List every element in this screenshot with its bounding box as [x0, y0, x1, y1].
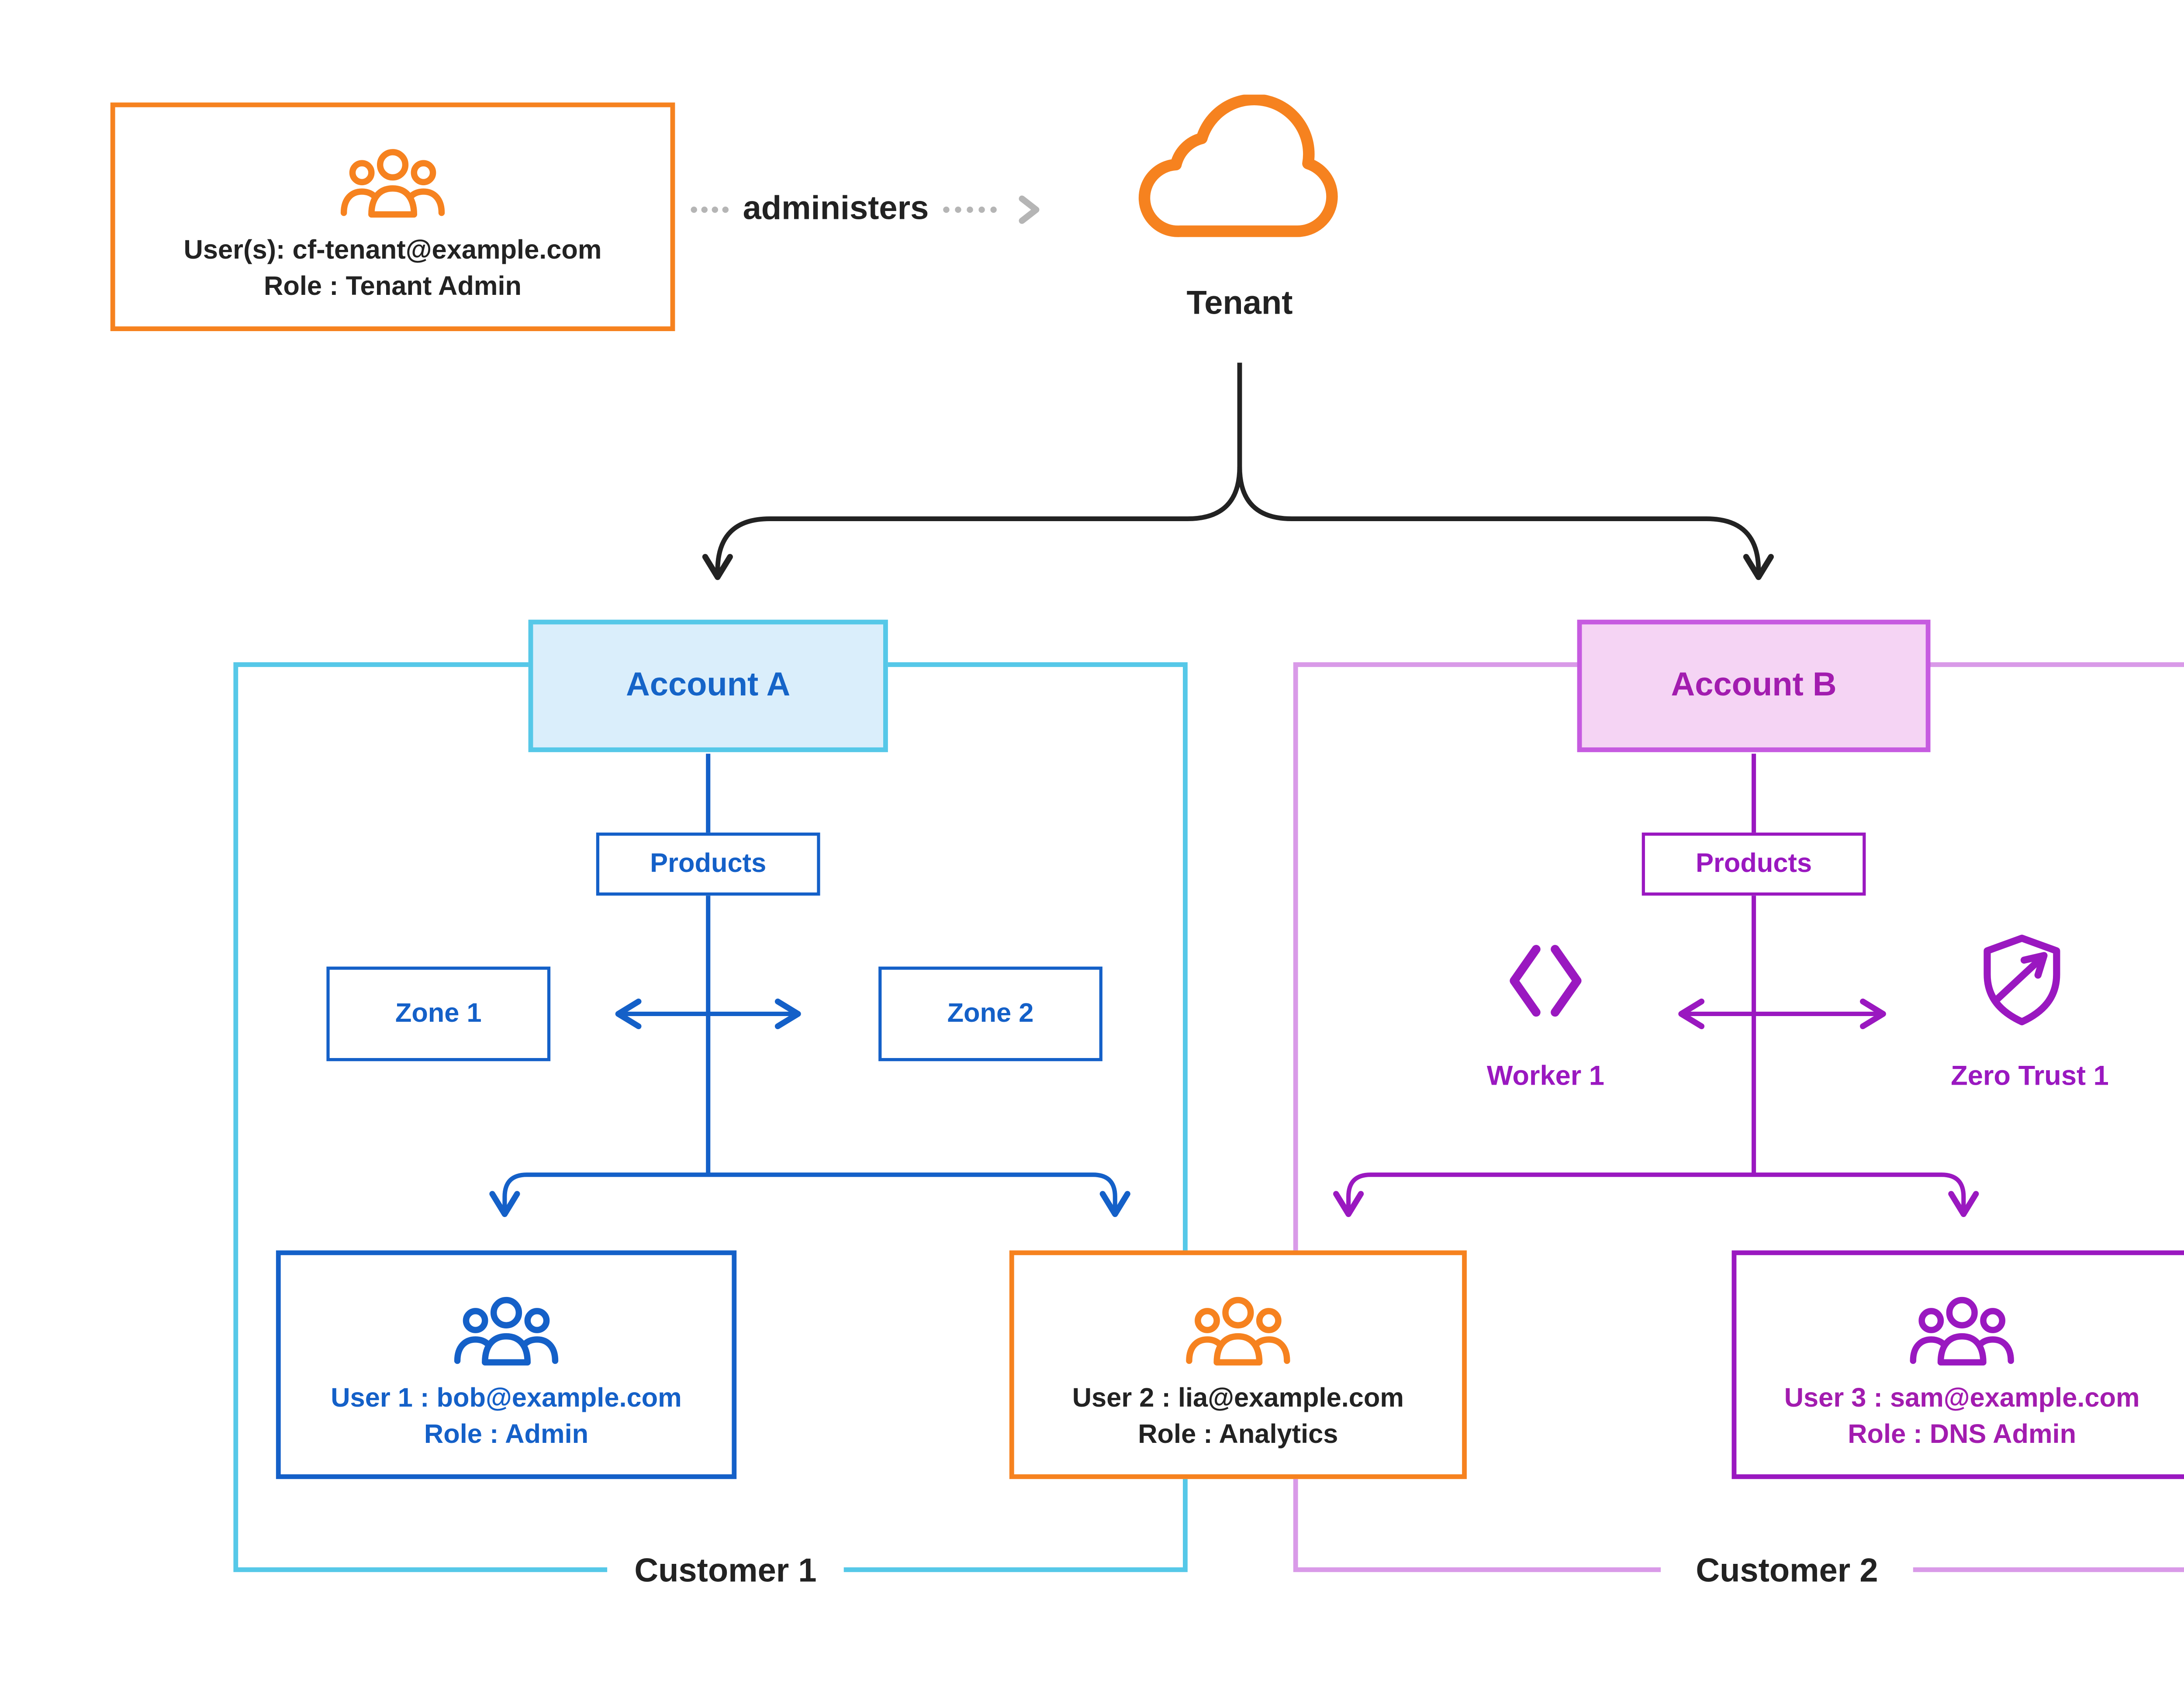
user2-line1: User 2 : lia@example.com: [1072, 1382, 1404, 1412]
account-a-box: Account A: [528, 619, 888, 752]
workers-icon: [1501, 937, 1590, 1025]
products-b-box: Products: [1641, 832, 1866, 896]
zone1-label: Zone 1: [395, 998, 482, 1028]
account-b-label: Account B: [1671, 667, 1837, 703]
products-a-box: Products: [596, 832, 820, 896]
user3-box: User 3 : sam@example.com Role : DNS Admi…: [1731, 1250, 2184, 1479]
administers-label: administers: [743, 190, 929, 227]
account-b-box: Account B: [1577, 619, 1931, 752]
user3-line2: Role : DNS Admin: [1848, 1418, 2077, 1449]
products-a-label: Products: [650, 848, 767, 878]
dotted-line: [943, 206, 997, 213]
tenant-admin-box: User(s): cf-tenant@example.com Role : Te…: [110, 102, 675, 332]
administers-connector: administers: [691, 186, 1045, 233]
tenant-admin-users-icon: [339, 146, 446, 218]
tenant-admin-line1: User(s): cf-tenant@example.com: [183, 234, 602, 264]
zone2-label: Zone 2: [947, 998, 1034, 1028]
customer1-label: Customer 1: [607, 1548, 844, 1596]
user1-box: User 1 : bob@example.com Role : Admin: [276, 1250, 737, 1479]
worker1-label: Worker 1: [1486, 1059, 1605, 1091]
tenant-admin-line2: Role : Tenant Admin: [264, 270, 522, 301]
user1-users-icon: [453, 1294, 560, 1366]
customer2-label: Customer 2: [1661, 1548, 1913, 1596]
user3-line1: User 3 : sam@example.com: [1784, 1382, 2140, 1412]
user2-users-icon: [1185, 1294, 1292, 1366]
cloud-icon: [1113, 94, 1366, 259]
products-b-label: Products: [1696, 848, 1812, 878]
user2-line2: Role : Analytics: [1138, 1418, 1338, 1449]
dotted-line: [691, 206, 729, 213]
zone2-box: Zone 2: [878, 966, 1102, 1062]
user1-line1: User 1 : bob@example.com: [331, 1382, 682, 1412]
user1-line2: Role : Admin: [424, 1418, 589, 1449]
account-a-label: Account A: [625, 667, 791, 703]
tenant-label: Tenant: [1186, 285, 1293, 322]
user2-box: User 2 : lia@example.com Role : Analytic…: [1009, 1250, 1467, 1479]
zero-trust-shield-icon: [1975, 930, 2070, 1028]
zone1-box: Zone 1: [326, 966, 551, 1062]
user3-users-icon: [1908, 1294, 2016, 1366]
zero-trust1-label: Zero Trust 1: [1951, 1059, 2109, 1091]
chevron-right-icon: [1011, 191, 1045, 229]
